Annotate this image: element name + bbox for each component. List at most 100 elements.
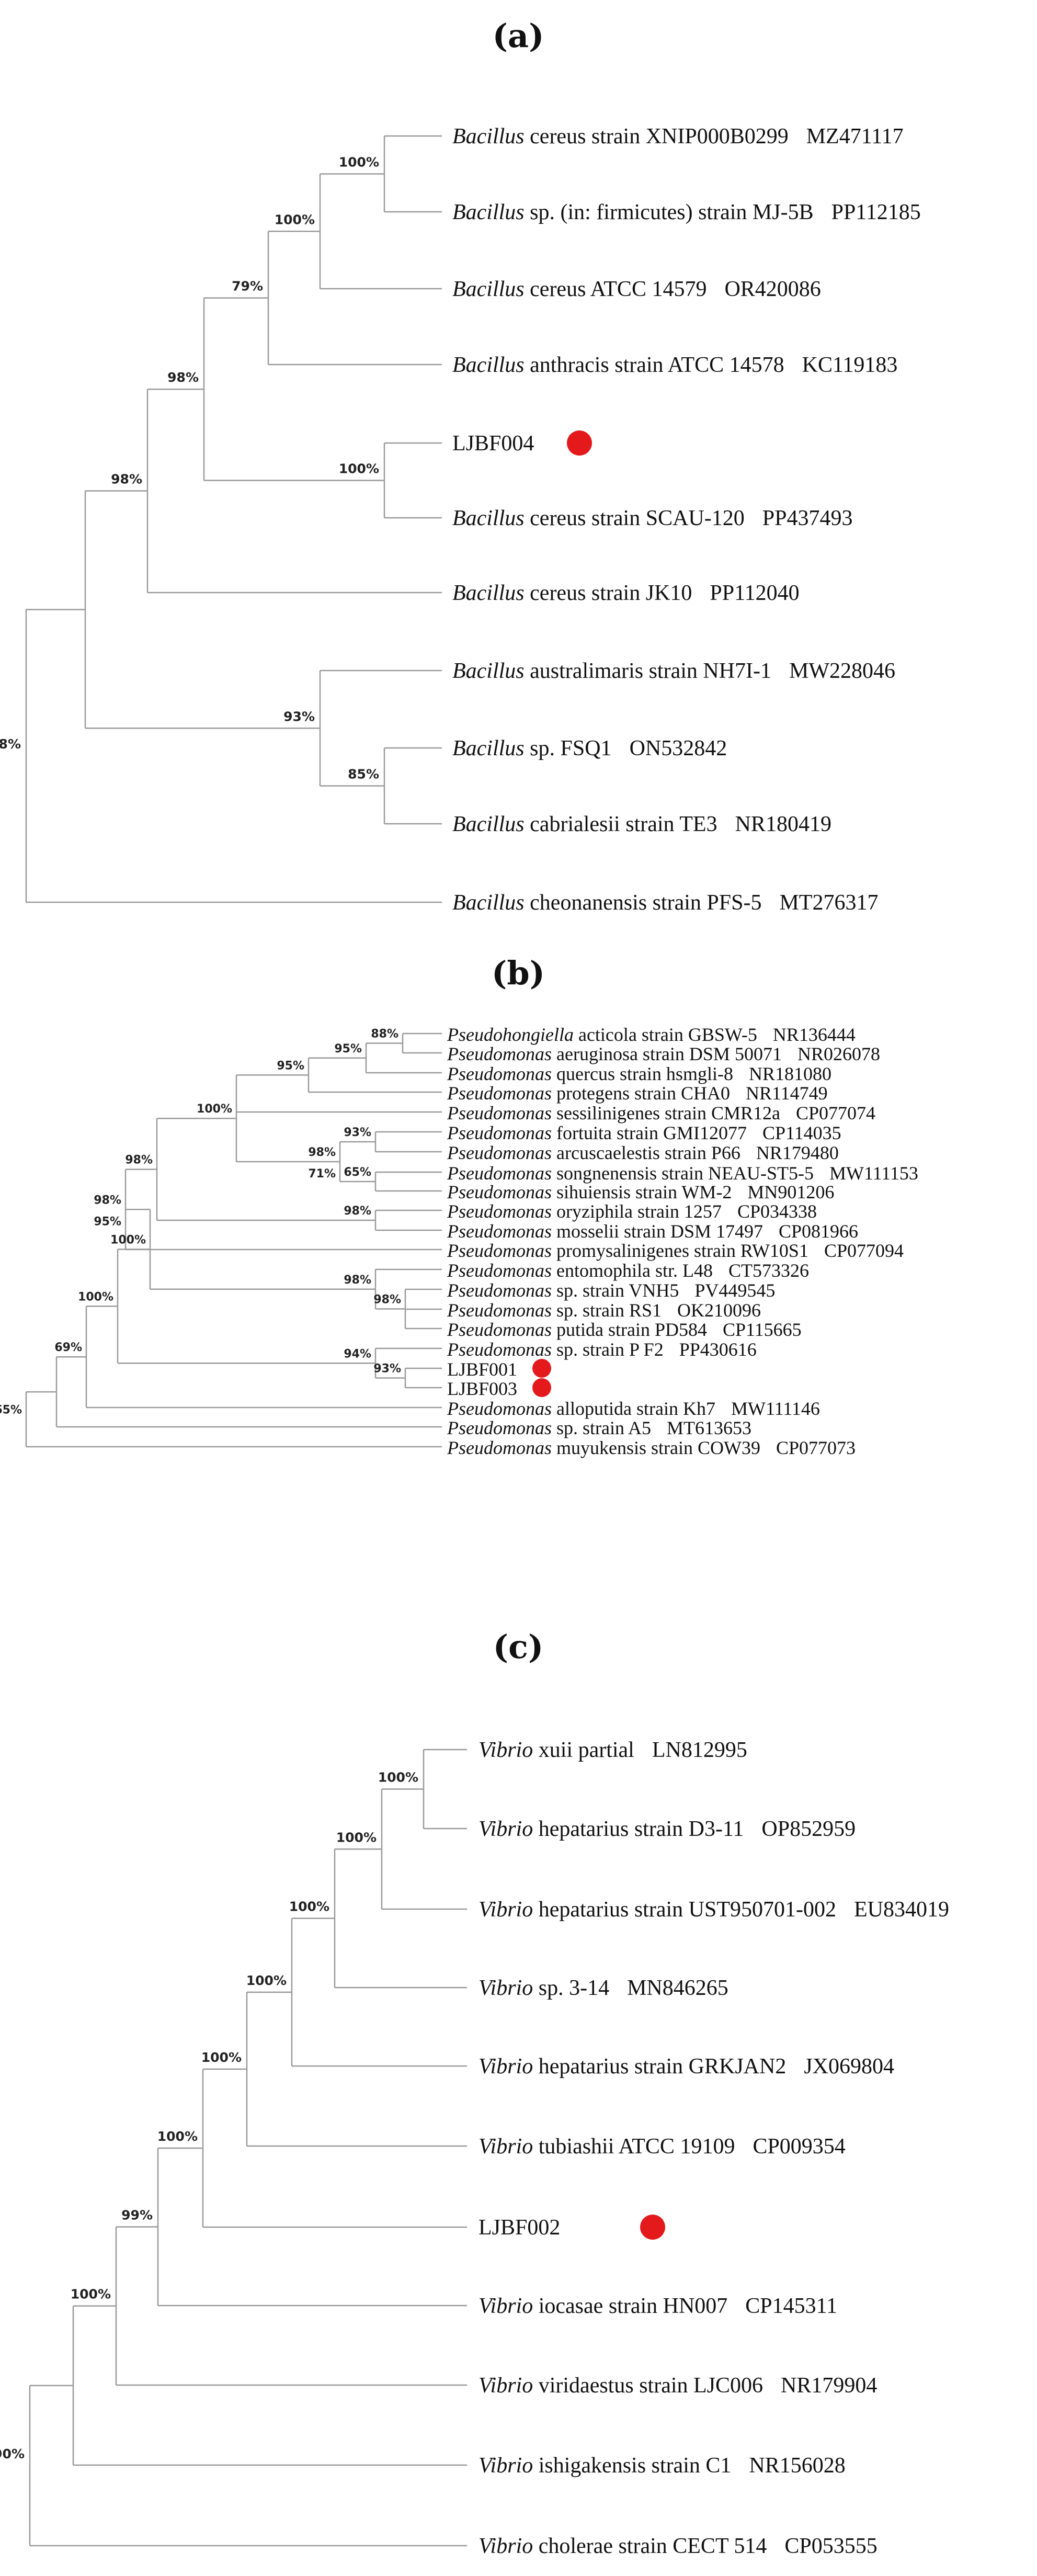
leaf-accession: NR179480 bbox=[756, 1142, 839, 1163]
leaf-accession: LN812995 bbox=[652, 1738, 747, 1762]
leaf-genus: Bacillus bbox=[452, 659, 525, 683]
bootstrap-value: 100% bbox=[157, 2129, 198, 2144]
bootstrap-value: 98% bbox=[0, 736, 21, 752]
leaf-accession: NR136444 bbox=[773, 1024, 856, 1045]
bootstrap-value: 71% bbox=[308, 1167, 336, 1181]
bootstrap-value: 99% bbox=[121, 2207, 153, 2222]
leaf-label: Bacillus sp. (in: firmicutes) strain MJ-… bbox=[452, 200, 921, 224]
panel-label: (a) bbox=[493, 17, 544, 55]
leaf-strain: cereus strain JK10 bbox=[525, 581, 692, 605]
leaf-genus: Bacillus bbox=[452, 581, 525, 605]
leaf-accession: CP077094 bbox=[824, 1240, 904, 1261]
tree-panel-b: (b) Pseudohongiella acticola strain GBSW-… bbox=[0, 954, 918, 1458]
leaf-label: LJBF004 bbox=[452, 432, 534, 456]
leaf-genus: Pseudomonas bbox=[447, 1437, 552, 1458]
bootstrap-value: 69% bbox=[54, 1341, 82, 1354]
leaf-strain: acticola strain GBSW-5 bbox=[574, 1024, 757, 1045]
bootstrap-value: 98% bbox=[344, 1205, 371, 1218]
leaf-genus: Vibrio bbox=[478, 2135, 533, 2159]
leaf-strain: sessilinigenes strain CMR12a bbox=[552, 1103, 780, 1124]
bootstrap-value: 95% bbox=[334, 1042, 362, 1056]
bootstrap-value: 100% bbox=[339, 461, 379, 476]
leaf-accession: CP115665 bbox=[723, 1319, 802, 1340]
leaf-genus: Bacillus bbox=[452, 200, 525, 224]
leaf-accession: CP009354 bbox=[753, 2135, 845, 2159]
leaf-accession: EU834019 bbox=[854, 1898, 949, 1922]
leaf-genus: Pseudomonas bbox=[447, 1142, 552, 1163]
leaf-accession: MW111146 bbox=[731, 1398, 820, 1419]
leaf-accession: MT276317 bbox=[779, 891, 878, 915]
leaf-strain: promysalinigenes strain RW10S1 bbox=[552, 1240, 808, 1261]
leaf-strain: oryziphila strain 1257 bbox=[552, 1201, 722, 1222]
leaf-accession: OP852959 bbox=[761, 1817, 856, 1841]
bootstrap-value: 98% bbox=[125, 1154, 153, 1167]
leaf-genus: Pseudomonas bbox=[447, 1398, 552, 1419]
leaf-strain: aeruginosa strain DSM 50071 bbox=[552, 1043, 782, 1064]
bootstrap-value: 90% bbox=[0, 2446, 25, 2461]
bootstrap-value: 95% bbox=[94, 1215, 121, 1228]
leaf-strain: sp. 3-14 bbox=[533, 1976, 609, 2000]
leaf-genus: Pseudomonas bbox=[447, 1417, 552, 1438]
leaf-strain: sp. strain A5 bbox=[552, 1417, 651, 1438]
panel-label: (b) bbox=[492, 954, 545, 992]
leaf-strain: LJBF001 bbox=[447, 1359, 517, 1380]
bootstrap-value: 100% bbox=[275, 212, 315, 227]
leaf-genus: Pseudomonas bbox=[447, 1280, 552, 1301]
bootstrap-value: 65% bbox=[344, 1166, 371, 1179]
leaf-strain: LJBF004 bbox=[452, 432, 534, 456]
leaf-accession: MW228046 bbox=[789, 659, 895, 683]
bootstrap-value: 100% bbox=[201, 2050, 242, 2065]
leaf-strain: hepatarius strain D3-11 bbox=[533, 1817, 744, 1841]
bootstrap-value: 100% bbox=[289, 1899, 329, 1914]
leaf-accession: PP112185 bbox=[831, 200, 921, 224]
leaf-genus: Pseudomonas bbox=[447, 1163, 552, 1184]
leaf-genus: Pseudomonas bbox=[447, 1221, 552, 1242]
leaf-accession: ON532842 bbox=[630, 736, 727, 761]
bootstrap-value: 93% bbox=[283, 709, 315, 724]
leaf-strain: quercus strain hsmgli-8 bbox=[552, 1063, 733, 1084]
leaf-accession: NR179904 bbox=[781, 2374, 877, 2398]
leaf-accession: NR180419 bbox=[735, 812, 831, 836]
leaf-accession: JX069804 bbox=[804, 2055, 894, 2079]
leaf-strain: songnenensis strain NEAU-ST5-5 bbox=[552, 1163, 814, 1184]
leaf-strain: fortuita strain GMI12077 bbox=[552, 1122, 747, 1143]
bootstrap-value: 98% bbox=[344, 1274, 371, 1287]
leaf-strain: xuii partial bbox=[533, 1738, 634, 1762]
leaf-accession: PP430616 bbox=[679, 1339, 757, 1360]
leaf-strain: sp. strain P F2 bbox=[552, 1339, 664, 1360]
leaf-genus: Vibrio bbox=[478, 2374, 533, 2398]
leaf-strain: hepatarius strain UST950701-002 bbox=[533, 1898, 836, 1922]
leaf-accession: NR114749 bbox=[746, 1083, 828, 1104]
leaf-accession: MW111153 bbox=[829, 1163, 918, 1184]
leaf-accession: CP034338 bbox=[737, 1201, 817, 1222]
leaf-genus: Bacillus bbox=[452, 506, 525, 530]
bootstrap-value: 79% bbox=[232, 279, 263, 294]
leaf-genus: Vibrio bbox=[478, 2294, 533, 2318]
leaf-genus: Pseudomonas bbox=[447, 1182, 552, 1202]
bootstrap-value: 98% bbox=[94, 1194, 121, 1207]
bootstrap-value: 100% bbox=[339, 155, 379, 170]
leaf-accession: MN901206 bbox=[747, 1182, 834, 1202]
leaf-strain: LJBF002 bbox=[478, 2216, 560, 2240]
leaf-strain: putida strain PD584 bbox=[552, 1319, 707, 1340]
